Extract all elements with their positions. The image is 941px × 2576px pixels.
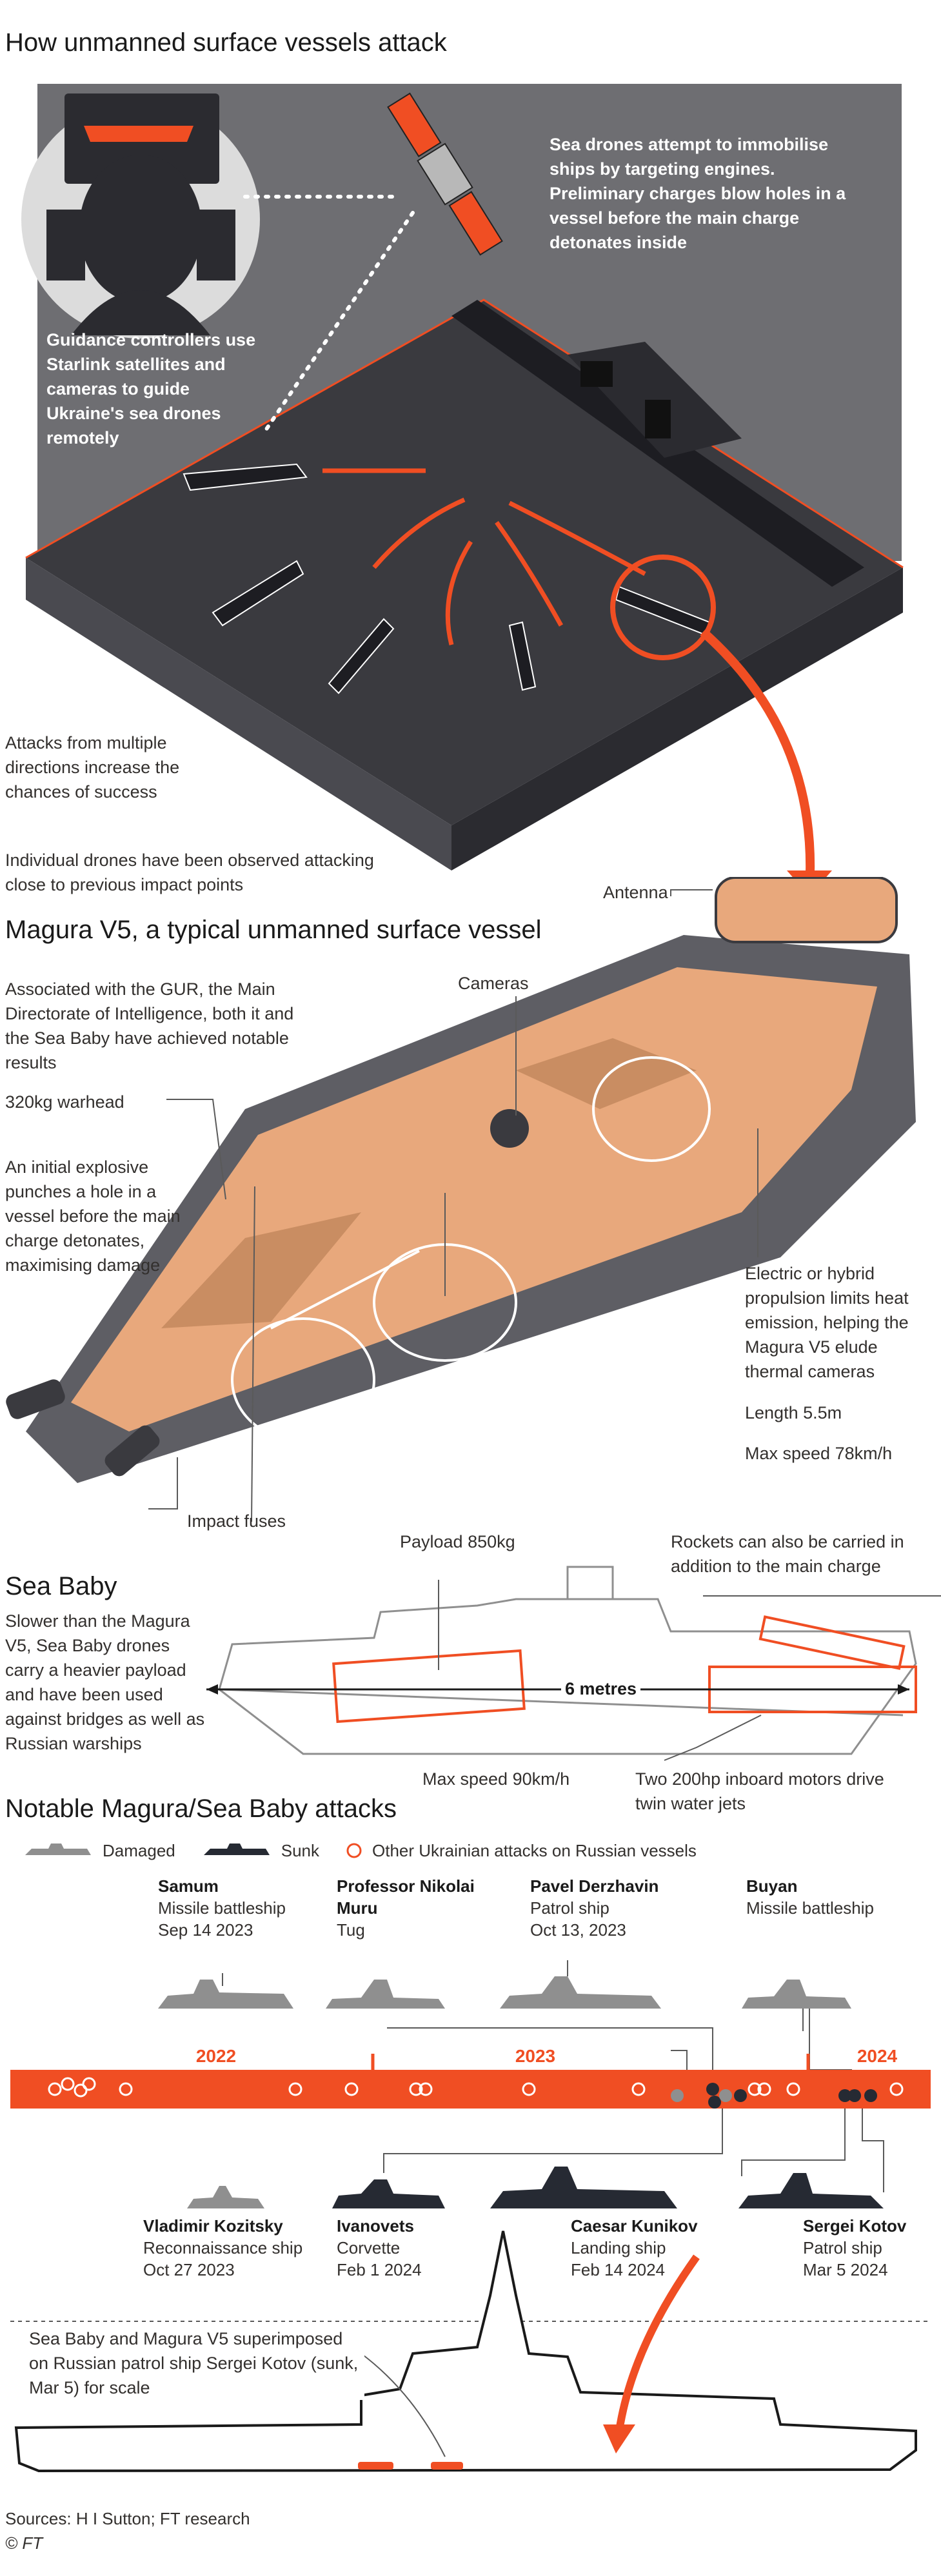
ship-label-samum: Samum Missile battleship Sep 14 2023 bbox=[158, 1876, 286, 1940]
patrol-ship-outline bbox=[218, 1598, 917, 1755]
controller-head bbox=[79, 155, 202, 303]
engine-note: Sea drones attempt to immobilise ships b… bbox=[550, 135, 846, 252]
year-label-2022: 2022 bbox=[196, 2046, 236, 2066]
ship-label-buyan: Buyan Missile battleship bbox=[746, 1876, 874, 1918]
legend-other-swatch bbox=[346, 1843, 362, 1858]
motors-note: Two 200hp inboard motors drive twin wate… bbox=[635, 1769, 884, 1813]
gur-note: Associated with the GUR, the Main Direct… bbox=[5, 979, 294, 1072]
top-ship-silhouettes bbox=[158, 1976, 851, 2009]
ship-caesar-kunikov bbox=[490, 2167, 677, 2208]
scale-note: Sea Baby and Magura V5 superimposed on R… bbox=[29, 2326, 364, 2400]
section1-title: How unmanned surface vessels attack bbox=[5, 28, 447, 57]
link-satellite-drone bbox=[262, 211, 415, 434]
sea-baby-description: Slower than the Magura V5, Sea Baby dron… bbox=[5, 1611, 205, 1753]
copyright: © FT bbox=[5, 2533, 43, 2553]
sea-baby-max-speed: Max speed 90km/h bbox=[422, 1769, 570, 1789]
attack-scene-illustration bbox=[21, 84, 904, 896]
legend-damaged-label: Damaged bbox=[103, 1841, 175, 1860]
scale-comparison-illustration bbox=[10, 2230, 929, 2473]
ship-label-pavel-derzhavin: Pavel Derzhavin Patrol ship Oct 13, 2023 bbox=[530, 1876, 659, 1940]
attack-markers bbox=[671, 2083, 877, 2109]
legend-other-label: Other Ukrainian attacks on Russian vesse… bbox=[372, 1841, 697, 1860]
ship-nikolai-muru bbox=[326, 1980, 445, 2009]
sea-baby-scale bbox=[358, 2462, 393, 2470]
guidance-note: Guidance controllers use Starlink satell… bbox=[46, 330, 256, 447]
highlight-circle bbox=[610, 555, 716, 660]
satellite-icon bbox=[387, 92, 503, 256]
monitor-ship-icon bbox=[84, 126, 193, 142]
sink-arrow-head bbox=[603, 2424, 635, 2453]
rockets-note: Rockets can also be carried in addition … bbox=[671, 1532, 904, 1576]
legend: Damaged Sunk Other Ukrainian attacks on … bbox=[23, 1840, 697, 1862]
attacks-timeline: 2022 2023 2024 bbox=[10, 1960, 931, 2208]
ship-vladimir-kozitsky bbox=[187, 2186, 264, 2208]
ship-ivanovets bbox=[332, 2179, 445, 2208]
max-speed-label: Max speed 78km/h bbox=[745, 1444, 893, 1463]
magura-deck-hatch-rear bbox=[516, 1038, 697, 1109]
sink-arrow bbox=[615, 2254, 700, 2432]
ship-label-vladimir-kozitsky: Vladimir Kozitsky Reconnaissance ship Oc… bbox=[143, 2216, 303, 2279]
timeline-bar bbox=[10, 2070, 931, 2109]
sea-slab-right-face bbox=[451, 567, 903, 870]
section4-title: Notable Magura/Sea Baby attacks bbox=[5, 1794, 397, 1823]
ship-label-nikolai-muru: Professor Nikolai Muru Tug bbox=[337, 1876, 475, 1940]
sergei-kotov-outline bbox=[14, 2230, 917, 2473]
magura-v5-illustration bbox=[6, 877, 916, 1522]
propulsion-note: Electric or hybrid propulsion limits hea… bbox=[745, 1264, 909, 1381]
sea-baby-illustration bbox=[206, 1566, 941, 1761]
controller-shoulders bbox=[71, 290, 210, 335]
zoom-arrow bbox=[700, 628, 815, 890]
section2-title: Magura V5, a typical unmanned surface ve… bbox=[5, 916, 542, 944]
explosive-note: An initial explosive punches a hole in a… bbox=[5, 1157, 181, 1275]
russian-warship-illustration bbox=[451, 300, 864, 587]
ship-pavel-derzhavin bbox=[500, 1976, 661, 2009]
monitor-left bbox=[46, 210, 85, 280]
sea-slab-left-face bbox=[26, 558, 451, 870]
scale-note-leader bbox=[361, 2353, 446, 2457]
cameras-label: Cameras bbox=[458, 974, 529, 993]
ship-sergei-kotov bbox=[738, 2173, 884, 2208]
antenna-label: Antenna bbox=[603, 883, 668, 902]
ship-buyan bbox=[742, 1980, 851, 2009]
impact-fuse-right bbox=[104, 1425, 160, 1477]
impact-fuses-label: Impact fuses bbox=[187, 1511, 286, 1531]
year-label-2023: 2023 bbox=[515, 2046, 555, 2066]
warhead-label: 320kg warhead bbox=[5, 1092, 124, 1112]
ship-label-sergei-kotov: Sergei Kotov Patrol ship Mar 5 2024 bbox=[803, 2216, 907, 2279]
length-label: Length 5.5m bbox=[745, 1403, 842, 1422]
legend-sunk-label: Sunk bbox=[281, 1841, 319, 1860]
ship-label-ivanovets: Ivanovets Corvette Feb 1 2024 bbox=[337, 2216, 422, 2279]
section3-title: Sea Baby bbox=[5, 1572, 117, 1600]
legend-damaged-swatch bbox=[25, 1844, 91, 1855]
slab-edge bbox=[25, 299, 904, 569]
legend-sunk-swatch bbox=[203, 1844, 270, 1855]
attack-arrows bbox=[322, 468, 646, 645]
camera-icon bbox=[490, 1109, 529, 1148]
directions-note: Attacks from multiple directions increas… bbox=[5, 733, 180, 801]
magura-v5-scale bbox=[431, 2462, 463, 2470]
ship-label-caesar-kunikov: Caesar Kunikov Landing ship Feb 14 2024 bbox=[571, 2216, 698, 2279]
sources: Sources: H I Sutton; FT research bbox=[5, 2509, 250, 2528]
magura-deck-hatch-front bbox=[161, 1212, 361, 1328]
sea-baby-payload bbox=[332, 1649, 526, 1724]
ship-samum bbox=[158, 1980, 293, 2009]
year-label-2024: 2024 bbox=[857, 2046, 898, 2066]
impact-fuse-left bbox=[6, 1379, 65, 1419]
payload-label: Payload 850kg bbox=[400, 1532, 515, 1551]
antenna-shape bbox=[715, 877, 898, 943]
impact-points-note: Individual drones have been observed att… bbox=[5, 850, 374, 894]
sea-baby-rockets bbox=[758, 1615, 906, 1670]
other-attack-markers bbox=[48, 2077, 904, 2098]
monitor-right bbox=[197, 210, 235, 280]
sea-baby-length-label: 6 metres bbox=[561, 1679, 641, 1699]
